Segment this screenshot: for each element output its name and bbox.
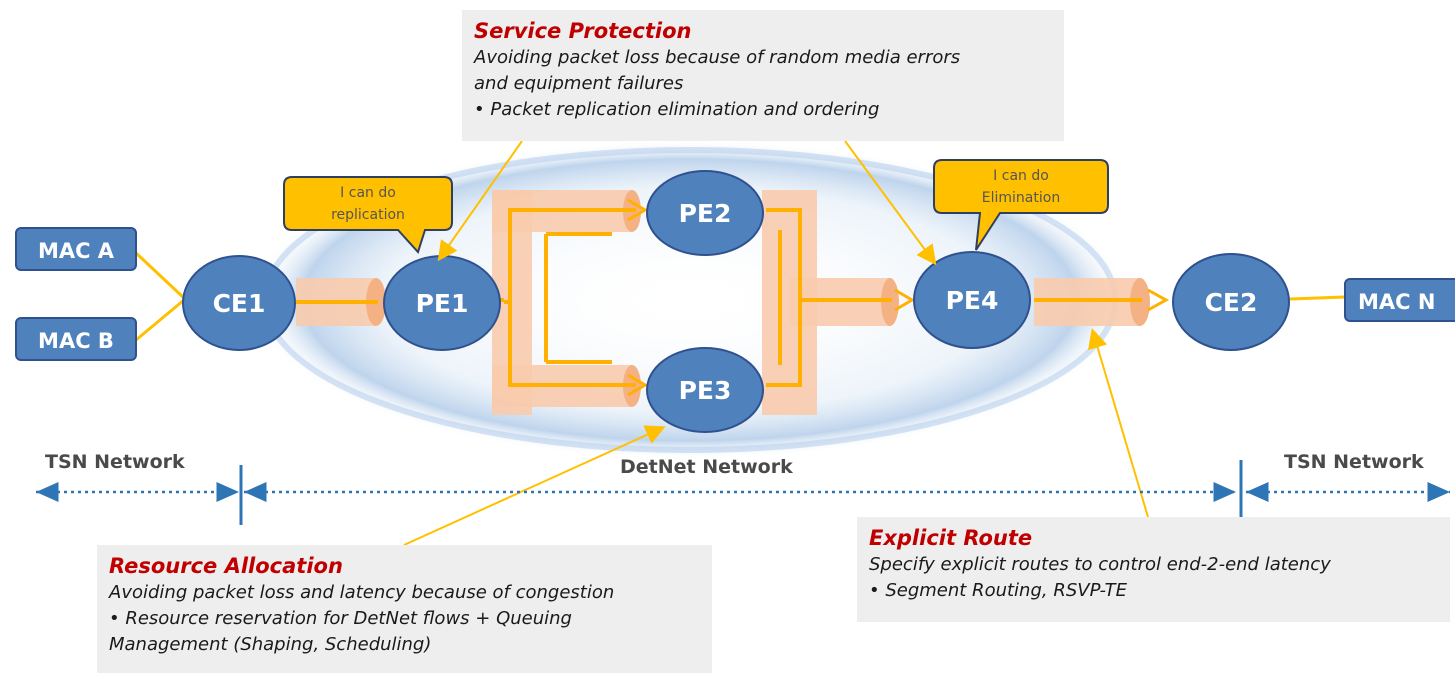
mac-n-label: MAC N xyxy=(1358,290,1435,314)
pe3-label: PE3 xyxy=(679,376,732,405)
callout-replication-line-1: I can do xyxy=(340,185,396,201)
tsn-network-left-label: TSN Network xyxy=(45,451,185,473)
callout-elimination-line-1: I can do xyxy=(993,168,1049,184)
service-protection-box: Service Protection Avoiding packet loss … xyxy=(462,10,1064,141)
resource-allocation-box: Resource Allocation Avoiding packet loss… xyxy=(97,545,712,673)
node-pe4: PE4 xyxy=(913,251,1031,349)
pipe-pe4-ce2 xyxy=(1034,278,1170,326)
ce1-label: CE1 xyxy=(213,289,266,318)
explicit-route-bullet: • Segment Routing, RSVP-TE xyxy=(869,580,1127,601)
pointer-explicit-pipe xyxy=(1087,328,1149,518)
detnet-network-label: DetNet Network xyxy=(620,456,793,478)
node-mac-a: MAC A xyxy=(15,227,137,271)
service-protection-line: Avoiding packet loss because of random m… xyxy=(474,47,961,68)
node-pe2: PE2 xyxy=(646,170,764,256)
node-pe3: PE3 xyxy=(646,347,764,433)
explicit-route-line: Specify explicit routes to control end-2… xyxy=(869,554,1331,575)
service-protection-bullet: • Packet replication elimination and ord… xyxy=(474,99,880,120)
link-ce2-mac-n xyxy=(1289,295,1346,301)
service-protection-title: Service Protection xyxy=(474,19,692,43)
node-mac-b: MAC B xyxy=(15,317,137,361)
pe4-label: PE4 xyxy=(946,286,999,315)
link-mac-a-ce1 xyxy=(134,251,186,300)
ce2-label: CE2 xyxy=(1205,288,1258,317)
pipe-ce1-pe1 xyxy=(296,278,386,326)
node-mac-n: MAC N xyxy=(1344,278,1455,322)
pe2-label: PE2 xyxy=(679,199,732,228)
explicit-route-box: Explicit Route Specify explicit routes t… xyxy=(857,517,1450,622)
pointer-service-pe1 xyxy=(437,140,523,262)
link-mac-b-ce1 xyxy=(135,298,185,342)
resource-allocation-bullet: • Resource reservation for DetNet flows … xyxy=(109,608,572,629)
callout-elimination: I can do Elimination xyxy=(933,159,1109,251)
node-ce1: CE1 xyxy=(182,255,296,351)
pointer-service-pe4 xyxy=(844,140,937,266)
callout-replication: I can do replication xyxy=(283,176,453,254)
explicit-route-title: Explicit Route xyxy=(869,526,1033,550)
tsn-network-right-label: TSN Network xyxy=(1284,451,1424,473)
mac-b-label: MAC B xyxy=(38,329,114,353)
resource-allocation-line: Avoiding packet loss and latency because… xyxy=(109,582,615,603)
callout-replication-line-2: replication xyxy=(331,207,405,223)
service-protection-line: and equipment failures xyxy=(474,73,684,94)
resource-allocation-line: Management (Shaping, Scheduling) xyxy=(109,634,432,655)
mac-a-label: MAC A xyxy=(38,239,115,263)
network-axis xyxy=(36,460,1450,525)
detnet-cloud xyxy=(250,140,1130,460)
pe1-label: PE1 xyxy=(416,289,469,318)
node-pe1: PE1 xyxy=(383,255,501,351)
callout-elimination-line-2: Elimination xyxy=(982,190,1060,206)
pipe-replication xyxy=(492,190,648,415)
resource-allocation-title: Resource Allocation xyxy=(109,554,343,578)
pipe-elimination xyxy=(762,190,915,415)
node-ce2: CE2 xyxy=(1172,253,1290,351)
